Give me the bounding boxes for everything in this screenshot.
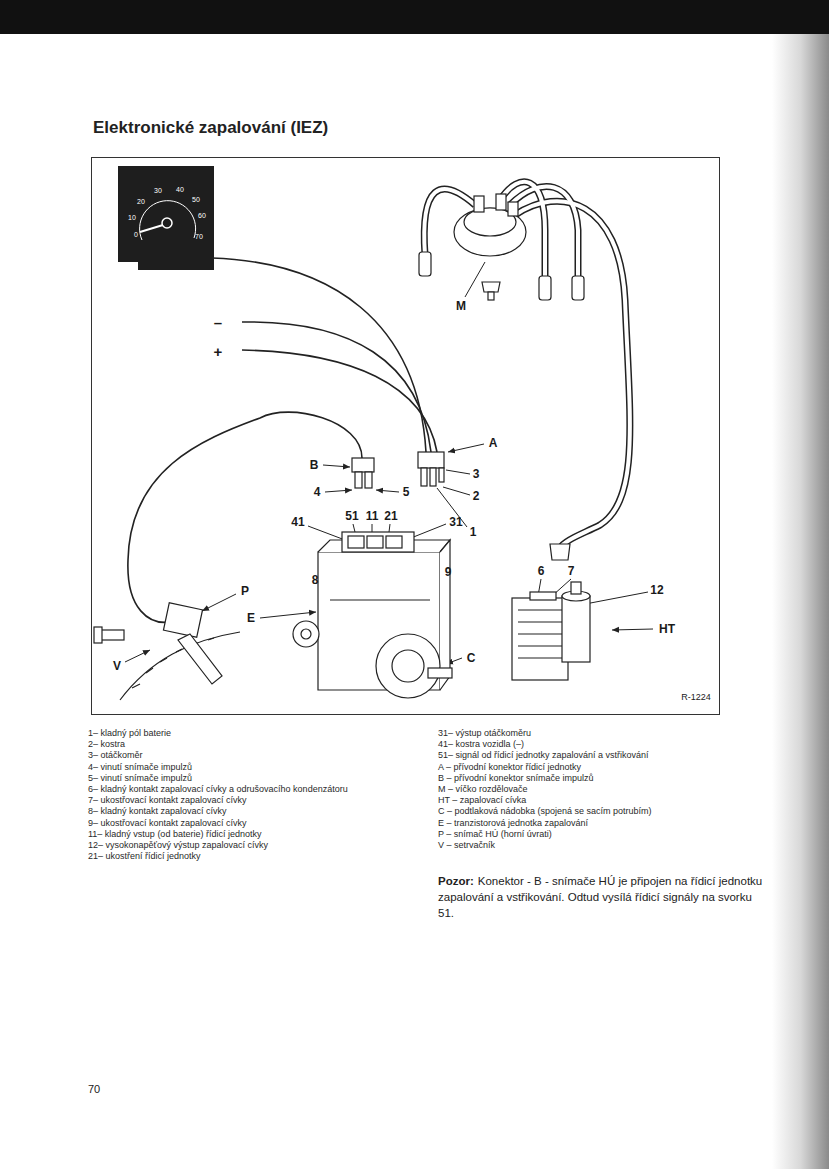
part-letter: HT <box>659 623 675 635</box>
key-entry: 1– kladný pól baterie <box>88 728 360 739</box>
key-column: 31– výstup otáčkoměru41– kostra vozidla … <box>438 728 758 851</box>
figure-number: R-1224 <box>681 693 711 702</box>
sensor-and-flywheel <box>94 603 240 700</box>
note: Pozor:Konektor - B - snímače HÚ je připo… <box>438 873 766 921</box>
gauge-number: 70 <box>195 233 203 240</box>
note-text: Konektor - B - snímače HÚ je připojen na… <box>438 875 762 919</box>
part-letter: M <box>456 300 466 312</box>
page-number: 70 <box>88 1084 100 1095</box>
key-entry: 21– ukostření řídicí jednotky <box>88 851 360 862</box>
scan-band <box>0 0 829 34</box>
page-shadow <box>772 34 829 1169</box>
callout-number: 4 <box>314 486 321 498</box>
key-entry: 5– vinutí snímače impulzů <box>88 773 360 784</box>
callout-number: 11 <box>366 510 379 522</box>
key-entry: 11– kladný vstup (od baterie) řídicí jed… <box>88 829 360 840</box>
key-entry: C – podtlaková nádobka (spojená se sacím… <box>438 806 758 817</box>
callout-number: 2 <box>473 490 480 502</box>
gauge-number: 10 <box>128 214 136 221</box>
callout-number: 41 <box>291 516 304 528</box>
part-letter: B <box>310 459 319 471</box>
key-entry: 4– vinutí snímače impulzů <box>88 762 360 773</box>
figure-frame <box>92 158 720 715</box>
gauge-number: 40 <box>176 186 184 193</box>
key-entry: HT – zapalovací cívka <box>438 795 758 806</box>
callout-number: 1 <box>470 526 477 538</box>
polarity-sign: – <box>214 315 222 330</box>
key-entry: 9– ukostřovací kontakt zapalovací cívky <box>88 818 360 829</box>
key-entry: 12– vysokonapěťový výstup zapalovací cív… <box>88 840 360 851</box>
key-entry: A – přívodní konektor řídicí jednotky <box>438 762 758 773</box>
key-entry: 6– kladný kontakt zapalovací cívky a odr… <box>88 784 360 795</box>
key-entry: 8– kladný kontakt zapalovací cívky <box>88 806 360 817</box>
gauge-number: 60 <box>198 212 206 219</box>
key-entry: 31– výstup otáčkoměru <box>438 728 758 739</box>
key-column: 1– kladný pól baterie2– kostra3– otáčkom… <box>88 728 360 862</box>
distributor-cap <box>419 182 630 560</box>
note-heading: Pozor: <box>438 875 474 887</box>
key-entry: P – snímač HÚ (horní úvrati) <box>438 829 758 840</box>
callout-number: 7 <box>568 565 575 577</box>
part-letter: E <box>247 612 255 624</box>
key-entry: 7– ukostřovací kontakt zapalovací cívky <box>88 795 360 806</box>
callout-number: 9 <box>445 566 452 578</box>
part-letter: V <box>113 660 121 672</box>
key-entry: V – setrvačník <box>438 840 758 851</box>
ignition-module <box>293 532 452 698</box>
polarity-sign: + <box>214 344 223 359</box>
key-entry: 41– kostra vozidla (–) <box>438 739 758 750</box>
part-letter: A <box>489 437 498 449</box>
gauge-number: 50 <box>192 196 200 203</box>
key-entry: M – víčko rozdělovače <box>438 784 758 795</box>
key-entry: E – tranzistorová jednotka zapalování <box>438 818 758 829</box>
part-letter: C <box>467 652 476 664</box>
callout-number: 8 <box>312 574 319 586</box>
connector-b <box>352 458 374 488</box>
callout-number: 51 <box>345 510 358 522</box>
part-letter: P <box>241 585 249 597</box>
gauge-number: 30 <box>154 187 162 194</box>
key-entry: B – přívodní konektor snímače impulzů <box>438 773 758 784</box>
callout-number: 5 <box>403 486 410 498</box>
key-entry: 2– kostra <box>88 739 360 750</box>
callout-number: 12 <box>650 584 663 596</box>
ignition-coil <box>512 582 590 680</box>
gauge-number: 0 <box>134 231 138 238</box>
key-entry: 3– otáčkoměr <box>88 750 360 761</box>
callout-number: 6 <box>538 565 545 577</box>
connector-a <box>418 452 444 486</box>
callout-number: 21 <box>384 510 397 522</box>
callout-number: 3 <box>473 468 480 480</box>
page-title: Elektronické zapalování (IEZ) <box>93 119 328 136</box>
key-entry: 51– signál od řídicí jednotky zapalování… <box>438 750 758 761</box>
gauge-number: 20 <box>137 198 145 205</box>
callout-number: 31 <box>449 516 462 528</box>
tachometer <box>118 166 214 270</box>
